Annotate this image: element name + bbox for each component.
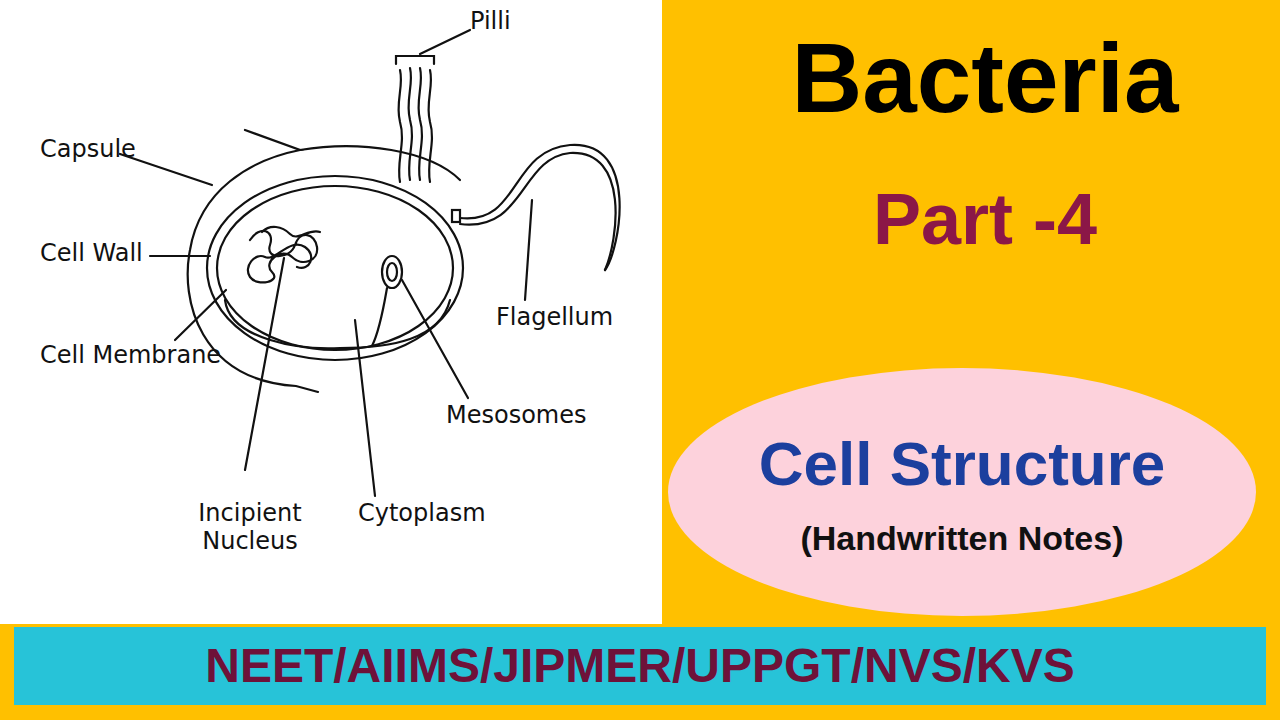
flagellum [460, 145, 620, 270]
pilus [418, 68, 422, 180]
title-ellipse: Cell Structure (Handwritten Notes) [667, 367, 1257, 617]
leader-line [245, 258, 284, 470]
flagellum [460, 153, 616, 270]
pilus [398, 70, 402, 182]
part-label: Cell Membrane [40, 342, 221, 370]
part-label: Capsule [40, 136, 136, 164]
mesosome [387, 263, 397, 281]
exam-band: NEET/AIIMS/JIPMER/UPPGT/NVS/KVS [14, 627, 1266, 705]
title: Bacteria [792, 22, 1179, 135]
cell-wall-outer [207, 176, 463, 360]
part-label: Flagellum [496, 304, 613, 332]
exam-band-ground [14, 627, 1266, 705]
leader-line [175, 290, 226, 340]
leader-line [420, 30, 470, 54]
node-subheading: (Handwritten Notes) [759, 517, 1166, 560]
ellipse-fill [668, 368, 1256, 616]
pilus [428, 70, 432, 182]
leader-line [355, 320, 375, 496]
part-number: Part -4 [873, 178, 1097, 260]
part-label: Mesosomes [446, 402, 587, 430]
mesosome [372, 288, 387, 346]
leader-line [150, 255, 210, 257]
node-heading: Cell Structure [759, 425, 1166, 503]
capsule-outline [300, 146, 460, 180]
mesosome [382, 256, 402, 288]
node-heading: NEET/AIIMS/JIPMER/UPPGT/NVS/KVS [205, 636, 1074, 696]
cell-wall-inner [217, 186, 453, 350]
leader-line [525, 200, 532, 300]
pilus [408, 68, 412, 180]
part-label: Cytoplasm [358, 500, 486, 528]
basal-body [452, 210, 460, 222]
bacterium-drawing [120, 30, 620, 496]
pili-bracket [396, 56, 434, 64]
leader-line [402, 280, 468, 398]
part-label: Pilli [470, 8, 511, 36]
white-panel [0, 0, 662, 624]
nucleoid [262, 227, 320, 237]
nucleoid [248, 231, 317, 283]
part-label: Incipient Nucleus [180, 500, 320, 555]
part-label: Cell Wall [40, 240, 143, 268]
